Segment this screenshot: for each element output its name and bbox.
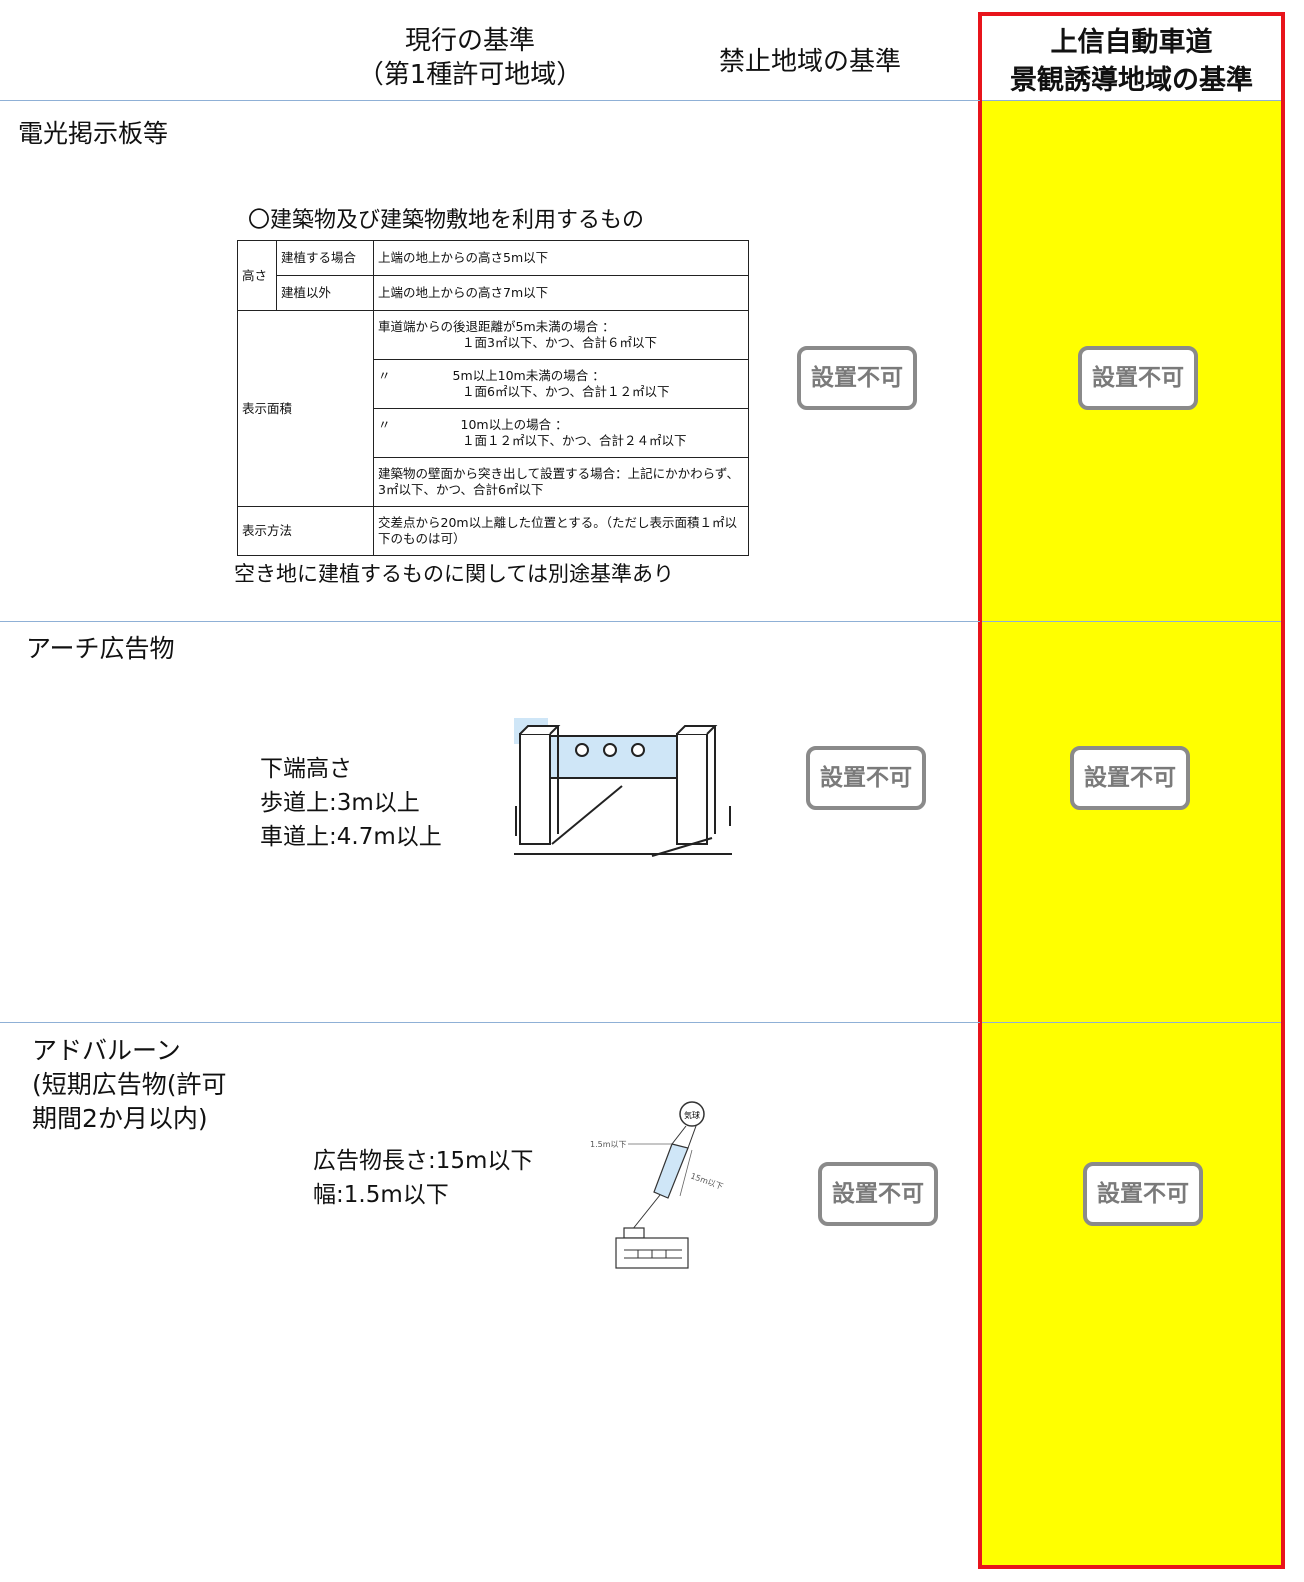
joshin-header-line1: 上信自動車道 xyxy=(1050,27,1213,58)
electric-note: 空き地に建植するものに関しては別途基準あり xyxy=(234,562,674,586)
area-3-line2: １面１２㎡以下、かつ、合計２４㎡以下 xyxy=(462,433,687,448)
joshin-column-header: 上信自動車道 景観誘導地域の基準 xyxy=(978,12,1285,100)
arch-beam xyxy=(546,735,688,779)
balloon-title-line3: 期間2か月以内) xyxy=(32,1104,208,1133)
balloon-circle xyxy=(679,1101,705,1127)
balloon-illustration: 気球 1.5m以下 15m以下 xyxy=(590,1101,724,1269)
badge-electric-prohibited: 設置不可 xyxy=(797,346,917,410)
cell-area-label: 表示面積 xyxy=(237,310,374,507)
badge-arch-joshin: 設置不可 xyxy=(1070,746,1190,810)
current-standard-header: 現行の基準 （第1種許可地域） xyxy=(330,24,610,92)
balloon-label: 気球 xyxy=(684,1110,700,1120)
balloon-line2: 幅:1.5m以下 xyxy=(313,1182,449,1208)
fig-length-label: 15m以下 xyxy=(689,1171,724,1191)
badge-balloon-joshin: 設置不可 xyxy=(1083,1162,1203,1226)
cell-h2-label: 建植以外 xyxy=(276,275,374,311)
balloon-banner xyxy=(653,1143,689,1199)
arch-illustration xyxy=(514,718,732,857)
table-caption: 〇建築物及び建築物敷地を利用するもの xyxy=(248,208,645,233)
area-1-line1: 車道端からの後退距離が5m未満の場合 ： xyxy=(378,319,615,334)
balloon-title-line1: アドバルーン xyxy=(32,1036,181,1065)
arch-light-3 xyxy=(631,743,645,757)
cell-h1-label: 建植する場合 xyxy=(276,240,374,276)
area-2-line2: １面6㎡以下、かつ、合計１２㎡以下 xyxy=(462,384,670,399)
divider-section-1-yellow xyxy=(982,621,1281,622)
divider-section-1 xyxy=(0,621,980,622)
arch-light-1 xyxy=(575,743,589,757)
cell-method-label: 表示方法 xyxy=(237,506,374,556)
area-3-line1: 10m以上の場合 ： xyxy=(460,417,568,432)
current-header-line2: （第1種許可地域） xyxy=(357,60,583,90)
cell-height-label: 高さ xyxy=(237,240,277,311)
criteria-table: 高さ 建植する場合 上端の地上からの高さ5m以下 建植以外 上端の地上からの高さ… xyxy=(237,240,749,556)
section-title-electric: 電光掲示板等 xyxy=(18,119,169,148)
cell-area-3: 〃 10m以上の場合 ： １面１２㎡以下、かつ、合計２４㎡以下 xyxy=(373,408,749,458)
divider-header-yellow xyxy=(982,100,1281,101)
section-title-balloon: アドバルーン (短期広告物(許可 期間2か月以内) xyxy=(32,1034,227,1136)
balloon-title-line2: (短期広告物(許可 xyxy=(32,1070,227,1099)
area-2-mark: 〃 xyxy=(378,368,391,383)
arch-pillar-right xyxy=(676,733,708,845)
area-3-mark: 〃 xyxy=(378,417,391,432)
divider-section-2 xyxy=(0,1022,980,1023)
arch-criteria: 下端高さ 歩道上:3m以上 車道上:4.7m以上 xyxy=(260,752,442,854)
arch-pillar-left xyxy=(519,733,551,845)
current-header-line1: 現行の基準 xyxy=(404,26,535,56)
section-title-arch: アーチ広告物 xyxy=(26,634,175,663)
balloon-line1: 広告物長さ:15m以下 xyxy=(313,1148,534,1174)
arch-line2: 歩道上:3m以上 xyxy=(260,790,420,816)
badge-balloon-prohibited: 設置不可 xyxy=(818,1162,938,1226)
prohibited-standard-header: 禁止地域の基準 xyxy=(718,47,901,77)
arch-line1: 下端高さ xyxy=(260,756,352,782)
divider-section-2-yellow xyxy=(982,1022,1281,1023)
badge-electric-joshin: 設置不可 xyxy=(1078,346,1198,410)
badge-arch-prohibited: 設置不可 xyxy=(806,746,926,810)
cell-method-value: 交差点から20m以上離した位置とする。（ただし表示面積１㎡以下のものは可） xyxy=(373,506,749,556)
divider-header xyxy=(0,100,980,101)
area-1-line2: １面3㎡以下、かつ、合計６㎡以下 xyxy=(462,335,657,350)
cell-area-1: 車道端からの後退距離が5m未満の場合 ： １面3㎡以下、かつ、合計６㎡以下 xyxy=(373,310,749,360)
fig-width-label: 1.5m以下 xyxy=(590,1140,627,1149)
joshin-header-line2: 景観誘導地域の基準 xyxy=(1010,65,1253,96)
cell-h1-value: 上端の地上からの高さ5m以下 xyxy=(373,240,749,276)
arch-line3: 車道上:4.7m以上 xyxy=(260,824,442,850)
cell-area-2: 〃 5m以上10m未満の場合 ： １面6㎡以下、かつ、合計１２㎡以下 xyxy=(373,359,749,409)
area-2-line1: 5m以上10m未満の場合 ： xyxy=(452,368,605,383)
balloon-criteria: 広告物長さ:15m以下 幅:1.5m以下 xyxy=(313,1144,533,1212)
cell-area-4: 建築物の壁面から突き出して設置する場合：上記にかかわらず、3㎡以下、かつ、合計6… xyxy=(373,457,749,507)
arch-light-2 xyxy=(603,743,617,757)
cell-h2-value: 上端の地上からの高さ7m以下 xyxy=(373,275,749,311)
